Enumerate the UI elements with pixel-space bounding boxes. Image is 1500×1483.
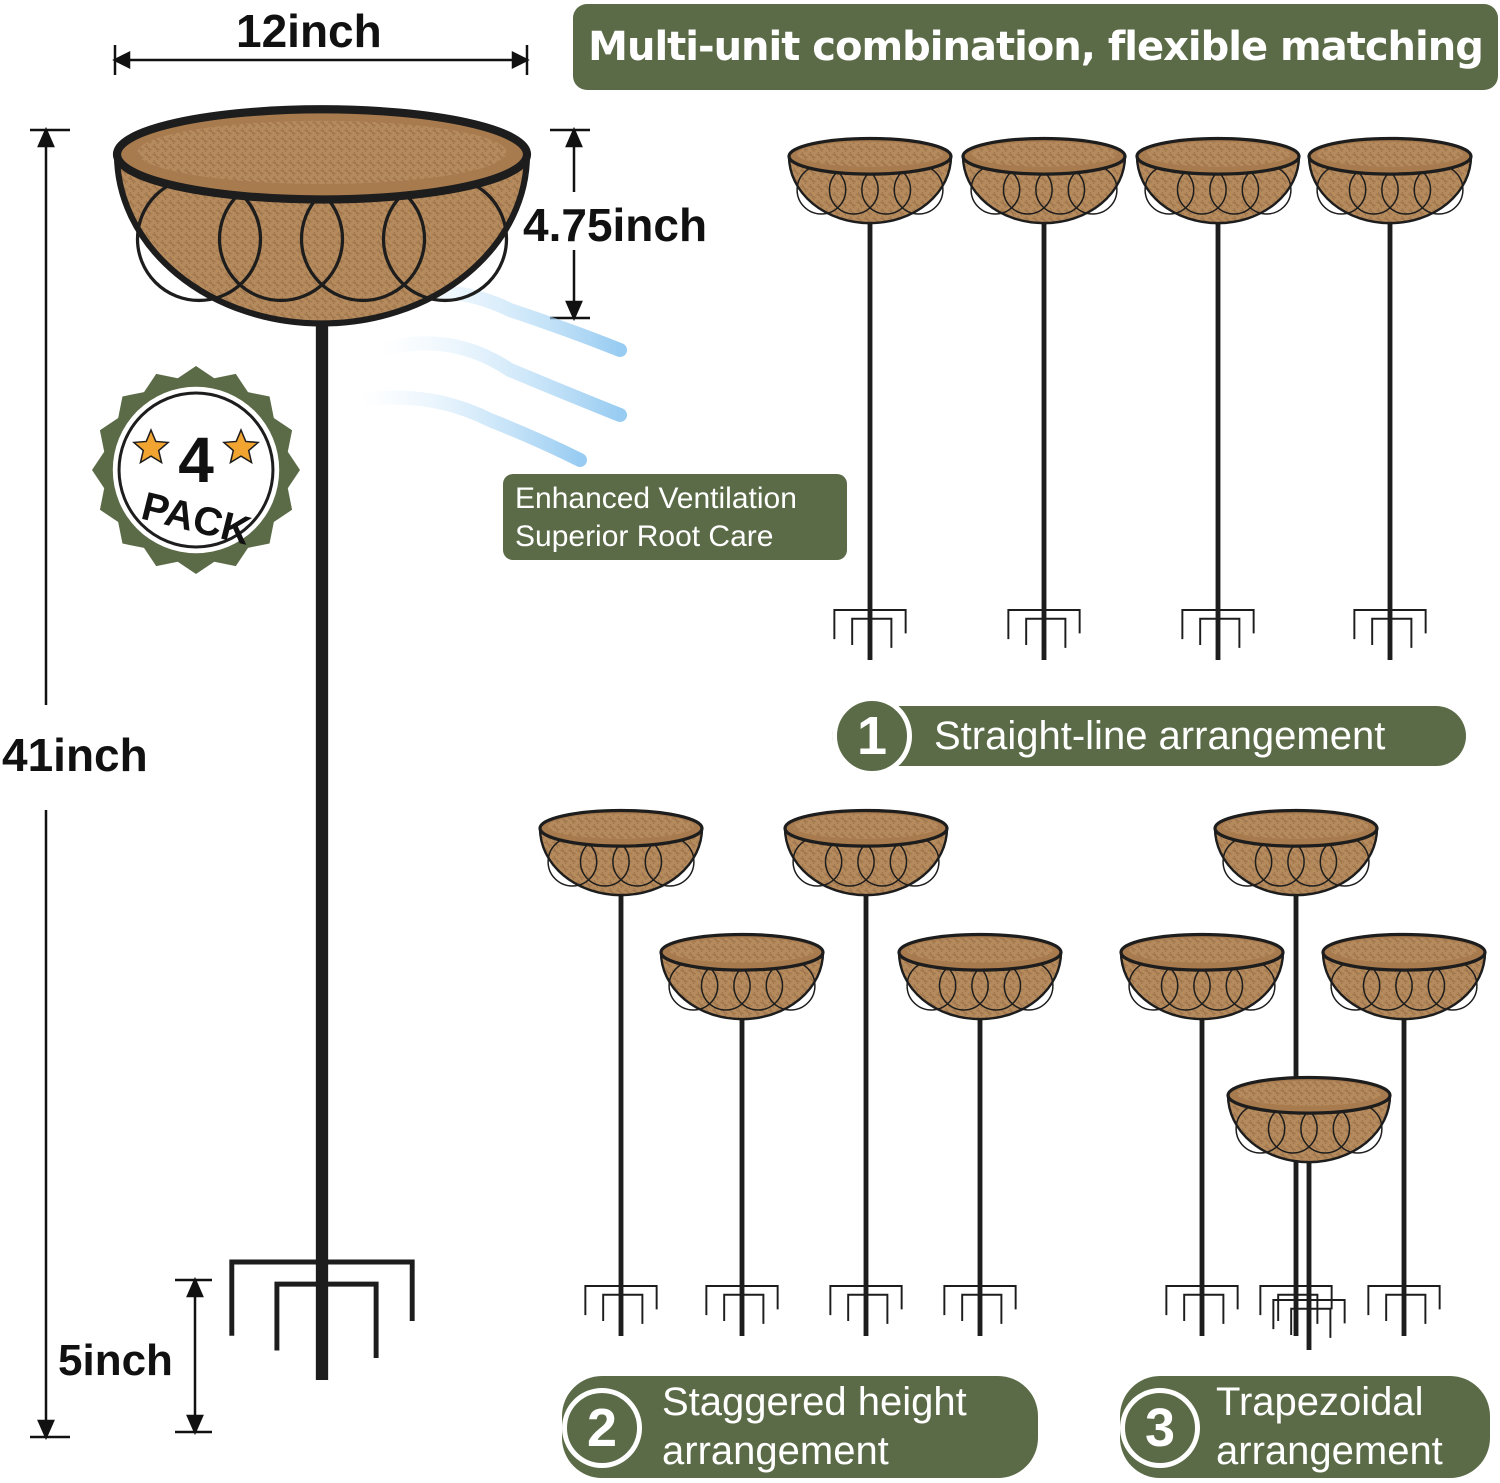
arrangement-2-label-line-1: Staggered height [662,1380,967,1424]
arrangement-3-label-line-1: Trapezoidal [1216,1380,1424,1424]
height-label: 41inch [2,729,148,781]
trapezoid-planter-1 [1213,808,1379,1336]
arrangement-3: 3 Trapezoidal arrangement [1120,1376,1490,1478]
staggered-planter-4 [897,932,1063,1336]
staggered-planter-1 [538,808,704,1336]
arrangement-1-number: 1 [832,696,912,776]
arrangement-1-label: Straight-line arrangement [934,714,1386,758]
staggered-planter-2 [783,808,949,1336]
staggered-planter-3 [659,932,825,1336]
trapezoid-planter-2 [1119,932,1285,1336]
main-planter [112,105,532,1380]
dimension-lines [30,45,590,1441]
banner-title: Multi-unit combination, flexible matchin… [573,4,1498,90]
star-icon [222,428,260,465]
row-planter-1 [787,136,953,660]
arrangement-1: 1 Straight-line arrangement [832,696,1466,776]
trapezoid-planter-3 [1321,932,1487,1336]
arrangement-2-number: 2 [562,1388,642,1468]
star-icon [132,428,170,465]
trapezoid-planter-4 [1226,1075,1392,1350]
row-planter-4 [1307,136,1473,660]
feature-tag: Enhanced Ventilation Superior Root Care [503,474,847,560]
arrangement-3-number: 3 [1120,1388,1200,1468]
row-planter-3 [1135,136,1301,660]
feature-line-1: Enhanced Ventilation [515,482,797,515]
feature-line-2: Superior Root Care [515,520,774,553]
planter-units [112,105,1487,1380]
arrangement-3-label-line-2: arrangement [1216,1429,1443,1473]
depth-label: 4.75inch [523,199,708,251]
badge-count: 4 [178,424,214,496]
arrangement-2-label-line-2: arrangement [662,1429,889,1473]
arrangement-2: 2 Staggered height arrangement [562,1376,1038,1478]
stake-label: 5inch [58,1336,173,1385]
row-planter-2 [961,136,1127,660]
width-label: 12inch [236,5,382,57]
